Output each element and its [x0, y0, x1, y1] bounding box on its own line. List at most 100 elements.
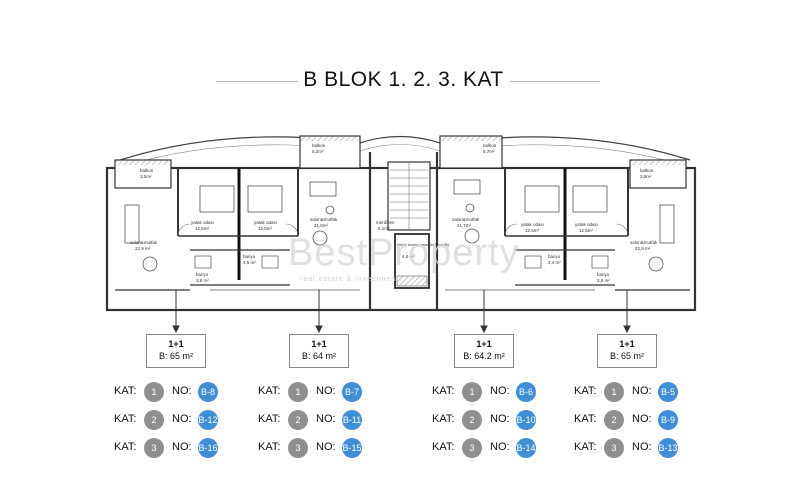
- svg-text:4,0 m²: 4,0 m²: [402, 254, 415, 259]
- unit-box-2: 1+1 B: 64 m²: [289, 334, 349, 368]
- sofa: [453, 179, 481, 195]
- bed: [572, 185, 608, 213]
- unit-type: 1+1: [619, 339, 635, 349]
- svg-text:yatak odası: yatak odası: [521, 222, 544, 227]
- svg-text:yatak odası: yatak odası: [254, 220, 277, 225]
- no-circle: B-13: [658, 438, 678, 458]
- svg-text:balkon: balkon: [140, 168, 154, 173]
- svg-text:8,1m²: 8,1m²: [378, 226, 390, 231]
- unit-area: B: 64.2 m²: [463, 351, 505, 361]
- table: [648, 256, 664, 272]
- kat-label: KAT:: [114, 413, 137, 425]
- svg-text:salon&mutfak: salon&mutfak: [310, 217, 338, 222]
- kat-circle: 3: [604, 438, 624, 458]
- unit-area: B: 65 m²: [609, 351, 644, 361]
- svg-text:balkon: balkon: [640, 168, 654, 173]
- svg-text:banyo: banyo: [597, 272, 610, 277]
- svg-text:salon&mutfak: salon&mutfak: [630, 240, 658, 245]
- unit-type: 1+1: [311, 339, 327, 349]
- unit-type: 1+1: [476, 339, 492, 349]
- kat-circle: 1: [604, 382, 624, 402]
- unit-box-4: 1+1 B: 65 m²: [597, 334, 657, 368]
- svg-text:salon&mutfak: salon&mutfak: [130, 240, 158, 245]
- table: [312, 230, 328, 246]
- svg-text:5,7m²: 5,7m²: [483, 149, 495, 154]
- kat-circle: 1: [462, 382, 482, 402]
- kat-label: KAT:: [114, 441, 137, 453]
- unit-number-row: KAT: 2 NO: B-9: [574, 410, 684, 430]
- svg-text:12,5m²: 12,5m²: [579, 228, 594, 233]
- no-circle: B-7: [342, 382, 362, 402]
- balcony-3: [439, 135, 503, 169]
- table: [464, 228, 480, 244]
- watermark: BestProperty: [288, 232, 520, 274]
- no-circle: B-12: [198, 410, 218, 430]
- table: [142, 256, 158, 272]
- unit-area: B: 64 m²: [301, 351, 336, 361]
- no-circle: B-10: [516, 410, 536, 430]
- unit-area: B: 65 m²: [158, 351, 193, 361]
- unit-box-1: 1+1 B: 65 m²: [146, 334, 206, 368]
- no-label: NO:: [490, 385, 510, 397]
- balcony-2: [299, 135, 361, 169]
- title-rule-right: [510, 81, 600, 82]
- svg-text:3,8 m²: 3,8 m²: [597, 278, 610, 283]
- kat-circle: 3: [288, 438, 308, 458]
- kat-label: KAT:: [432, 413, 455, 425]
- watermark-subtitle: real estate & investment: [300, 276, 400, 283]
- bed: [199, 185, 235, 213]
- no-label: NO:: [632, 413, 652, 425]
- no-circle: B-11: [342, 410, 362, 430]
- kat-circle: 2: [144, 410, 164, 430]
- svg-text:22,9 m²: 22,9 m²: [135, 246, 151, 251]
- no-circle: B-9: [658, 410, 678, 430]
- no-label: NO:: [316, 413, 336, 425]
- no-label: NO:: [490, 413, 510, 425]
- kat-label: KAT:: [574, 441, 597, 453]
- svg-text:balkon: balkon: [312, 143, 326, 148]
- svg-text:21,7m²: 21,7m²: [457, 223, 472, 228]
- kat-label: KAT:: [432, 441, 455, 453]
- svg-text:merdiven: merdiven: [376, 220, 395, 225]
- kat-circle: 2: [288, 410, 308, 430]
- svg-text:3,5m²: 3,5m²: [140, 174, 152, 179]
- no-circle: B-8: [198, 382, 218, 402]
- svg-text:3,8 m²: 3,8 m²: [196, 278, 209, 283]
- no-circle: B-14: [516, 438, 536, 458]
- sofa: [309, 181, 337, 197]
- svg-text:banyo: banyo: [548, 254, 561, 259]
- title-rule-left: [216, 81, 298, 82]
- kat-circle: 3: [462, 438, 482, 458]
- kat-circle: 2: [604, 410, 624, 430]
- bed: [247, 185, 283, 213]
- svg-text:balkon: balkon: [483, 143, 497, 148]
- svg-text:12,5m²: 12,5m²: [258, 226, 273, 231]
- kat-label: KAT:: [258, 413, 281, 425]
- svg-text:22,9 m²: 22,9 m²: [635, 246, 651, 251]
- kat-circle: 1: [144, 382, 164, 402]
- svg-text:12,5m²: 12,5m²: [195, 226, 210, 231]
- svg-text:12,5m²: 12,5m²: [525, 228, 540, 233]
- svg-text:3,4 m²: 3,4 m²: [548, 260, 561, 265]
- unit-number-row: KAT: 2 NO: B-12: [114, 410, 224, 430]
- no-label: NO:: [172, 441, 192, 453]
- unit-number-row: KAT: 2 NO: B-11: [258, 410, 368, 430]
- page-title: B BLOK 1. 2. 3. KAT: [303, 68, 504, 91]
- no-circle: B-15: [342, 438, 362, 458]
- no-label: NO:: [172, 413, 192, 425]
- kat-label: KAT:: [574, 413, 597, 425]
- roof-outline: [119, 135, 691, 161]
- kat-label: KAT:: [258, 385, 281, 397]
- kat-label: KAT:: [574, 385, 597, 397]
- no-circle: B-16: [198, 438, 218, 458]
- no-circle: B-5: [658, 382, 678, 402]
- bed: [524, 185, 560, 213]
- svg-text:3,5m²: 3,5m²: [640, 174, 652, 179]
- roof-outline-inner: [123, 144, 687, 167]
- no-label: NO:: [632, 385, 652, 397]
